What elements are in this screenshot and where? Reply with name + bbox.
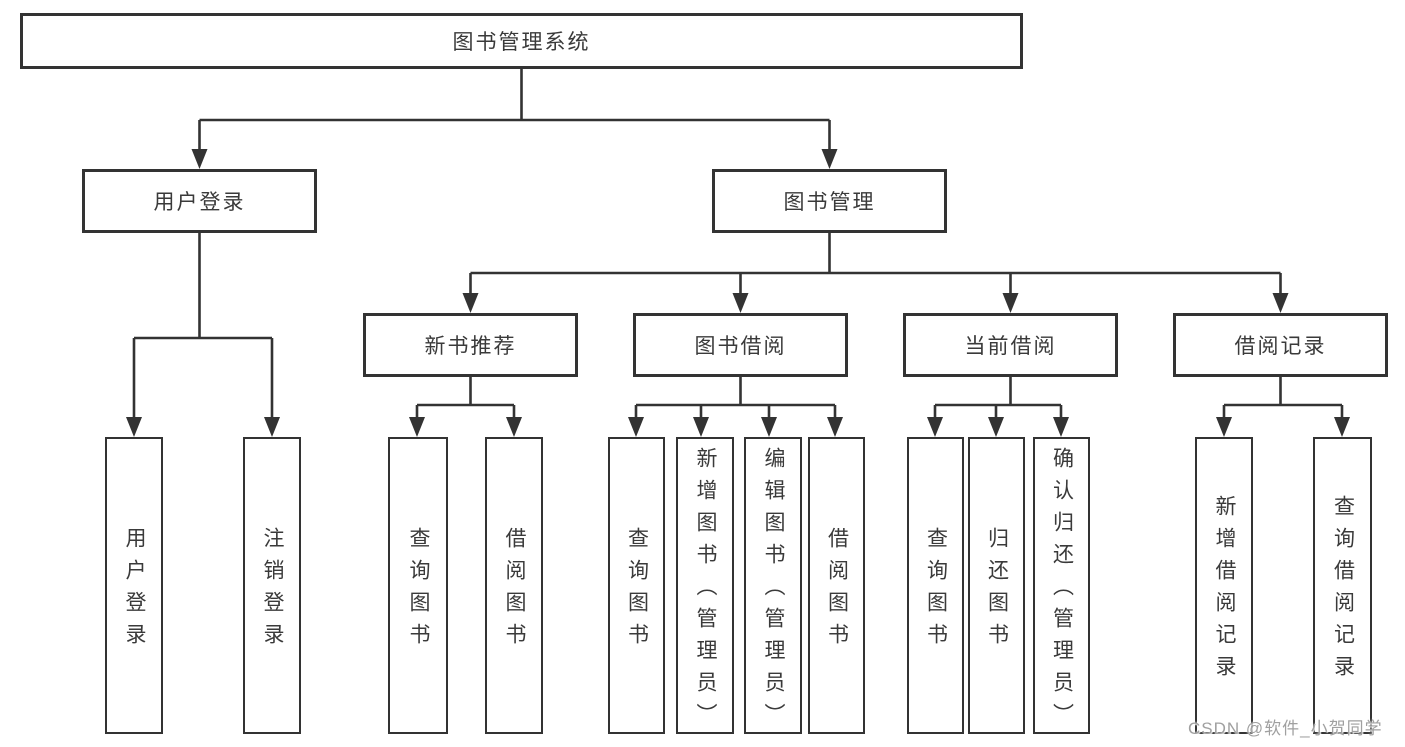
leaf-return-books: 归还图书 <box>968 437 1025 734</box>
connector-new-book-rec-to-leaves <box>415 377 516 421</box>
leaf-add-borrow-record-label: 新增借阅记录 <box>1213 495 1236 687</box>
leaf-query-books-3: 查询图书 <box>907 437 964 734</box>
node-user-login-label: 用户登录 <box>153 191 246 214</box>
node-borrowing-records: 借阅记录 <box>1173 313 1388 377</box>
connector-user-login-to-leaves <box>132 233 274 421</box>
watermark: CSDN @软件_小贺同学 <box>1188 719 1383 738</box>
leaf-query-books-1: 查询图书 <box>388 437 448 734</box>
node-book-borrowing: 图书借阅 <box>633 313 848 377</box>
node-book-borrowing-label: 图书借阅 <box>694 335 787 358</box>
leaf-borrow-books-2: 借阅图书 <box>808 437 865 734</box>
leaf-query-books-2: 查询图书 <box>608 437 665 734</box>
leaf-add-book-admin: 新增图书（管理员） <box>676 437 734 735</box>
node-root-label: 图书管理系统 <box>452 31 591 54</box>
node-book-management: 图书管理 <box>712 169 947 233</box>
connector-book-mgmt-to-level3 <box>469 233 1282 296</box>
leaf-user-login-label: 用户登录 <box>123 527 146 655</box>
leaf-borrow-books-1-label: 借阅图书 <box>503 527 526 655</box>
leaf-query-borrow-record-label: 查询借阅记录 <box>1331 495 1355 687</box>
leaf-return-books-label: 归还图书 <box>985 527 1009 655</box>
leaf-add-book-admin-label: 新增图书（管理员） <box>694 447 717 735</box>
node-root: 图书管理系统 <box>20 13 1023 69</box>
leaf-user-login: 用户登录 <box>105 437 163 734</box>
connector-root-to-level2 <box>198 69 831 152</box>
connector-current-borrow-to-leaves <box>933 377 1063 421</box>
node-book-management-label: 图书管理 <box>783 191 876 214</box>
connector-borrow-record-to-leaves <box>1222 377 1344 421</box>
leaf-logout-login-label: 注销登录 <box>261 527 284 655</box>
leaf-logout-login: 注销登录 <box>243 437 301 734</box>
leaf-borrow-books-1: 借阅图书 <box>485 437 543 734</box>
leaf-query-books-1-label: 查询图书 <box>407 527 430 655</box>
leaf-confirm-return-admin: 确认归还（管理员） <box>1033 437 1090 735</box>
node-new-book-recommend-label: 新书推荐 <box>424 335 517 358</box>
leaf-add-borrow-record: 新增借阅记录 <box>1195 437 1253 734</box>
node-new-book-recommend: 新书推荐 <box>363 313 578 377</box>
node-current-borrowing-label: 当前借阅 <box>964 335 1057 358</box>
node-borrowing-records-label: 借阅记录 <box>1234 335 1327 358</box>
leaf-confirm-return-admin-label: 确认归还（管理员） <box>1050 447 1074 735</box>
leaf-query-books-2-label: 查询图书 <box>625 527 649 655</box>
leaf-edit-book-admin-label: 编辑图书（管理员） <box>762 447 785 735</box>
leaf-edit-book-admin: 编辑图书（管理员） <box>744 437 802 735</box>
connector-book-borrow-to-leaves <box>634 377 837 421</box>
leaf-query-books-3-label: 查询图书 <box>924 527 948 655</box>
leaf-query-borrow-record: 查询借阅记录 <box>1313 437 1372 734</box>
node-user-login: 用户登录 <box>82 169 317 233</box>
leaf-borrow-books-2-label: 借阅图书 <box>825 527 849 655</box>
node-current-borrowing: 当前借阅 <box>903 313 1118 377</box>
